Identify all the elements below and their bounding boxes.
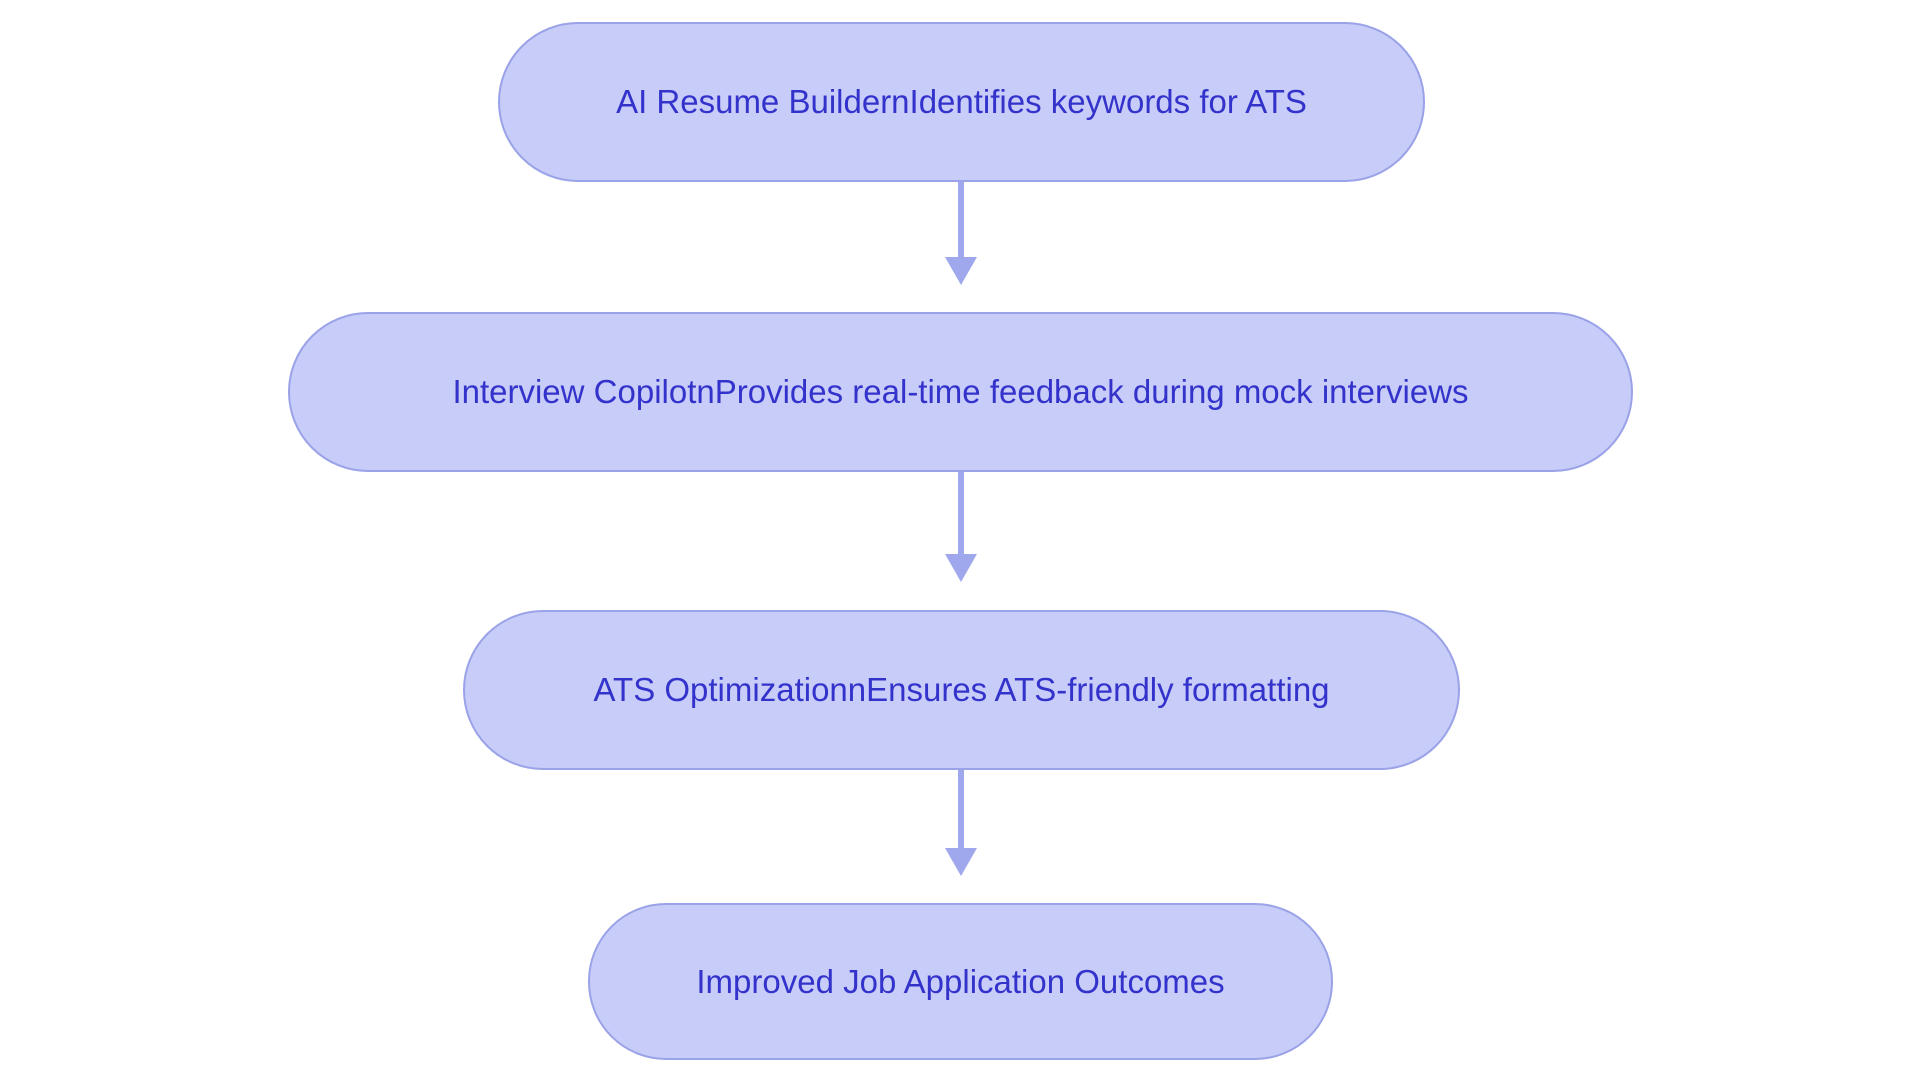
flow-node-label: AI Resume BuildernIdentifies keywords fo… [616,83,1307,121]
flow-node-improved-job-application-outcomes[interactable]: Improved Job Application Outcomes [588,903,1333,1060]
edge-line [958,770,964,848]
edge-line [958,182,964,257]
flow-node-ats-optimization[interactable]: ATS OptimizationnEnsures ATS-friendly fo… [463,610,1460,770]
edge-line [958,472,964,554]
flow-node-label: ATS OptimizationnEnsures ATS-friendly fo… [593,671,1330,709]
flow-node-label: Improved Job Application Outcomes [696,962,1225,1000]
flow-node-interview-copilot[interactable]: Interview CopilotnProvides real-time fee… [288,312,1633,472]
flow-node-ai-resume-builder[interactable]: AI Resume BuildernIdentifies keywords fo… [498,22,1425,182]
arrowhead-down-icon [945,554,977,582]
arrowhead-down-icon [945,848,977,876]
flow-node-label: Interview CopilotnProvides real-time fee… [452,373,1469,411]
arrowhead-down-icon [945,257,977,285]
